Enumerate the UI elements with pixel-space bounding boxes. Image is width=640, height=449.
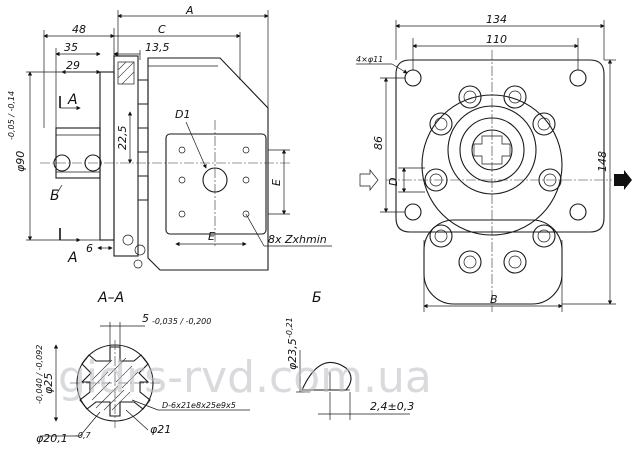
dim-5: 5 xyxy=(142,312,149,325)
side-view: A A Б A 48 C 35 13,5 29 22,5 φ90 -0,05 xyxy=(7,4,332,271)
dim-13-5: 13,5 xyxy=(145,41,170,54)
dia-20-1-tol: -0,7 xyxy=(75,431,92,440)
dim-e-vertical: E xyxy=(270,179,283,186)
section-aa: A–A 5 -0,035 / -0,200 φ25 -0,040 / -0,09… xyxy=(35,290,250,445)
dia-23-5-tol: -0,21 xyxy=(285,317,294,338)
dim-d: D xyxy=(387,178,400,186)
dia-90: φ90 xyxy=(14,151,27,172)
dia-20-1: φ20,1 xyxy=(36,432,68,445)
section-mark-a-top: A xyxy=(67,92,78,108)
dim-134: 134 xyxy=(486,13,507,26)
view-b: Б φ23,5 -0,21 2,4±0,3 xyxy=(285,290,414,420)
dim-86: 86 xyxy=(372,136,385,150)
spline-note: D-6x21e8x25e9x5 xyxy=(162,401,236,410)
bolt-heads xyxy=(424,85,562,274)
label-ports: 8x Zxhmin xyxy=(268,233,327,246)
dim-b: B xyxy=(490,293,498,306)
dim-148: 148 xyxy=(596,151,609,172)
dia-25-tol: -0,040 / -0,092 xyxy=(35,345,44,404)
dim-6: 6 xyxy=(86,242,93,255)
dim-e: E xyxy=(208,230,215,243)
dim-29: 29 xyxy=(66,59,80,72)
front-view: 134 110 4×φ11 86 D 148 B xyxy=(356,13,632,312)
section-title: A–A xyxy=(97,290,124,306)
label-d1: D1 xyxy=(175,108,190,121)
watermark: gidrs-rvd.com.ua xyxy=(58,352,432,403)
dim-2-4: 2,4±0,3 xyxy=(370,400,414,413)
dim-48: 48 xyxy=(72,23,86,36)
dim-22-5: 22,5 xyxy=(116,126,129,151)
dim-a: A xyxy=(185,4,194,17)
dia-21: φ21 xyxy=(150,423,171,436)
view-b-title: Б xyxy=(312,290,322,306)
dim-c: C xyxy=(158,23,166,36)
label-holes: 4×φ11 xyxy=(356,55,383,64)
dim-110: 110 xyxy=(486,33,507,46)
dia-25: φ25 xyxy=(42,373,55,394)
dim-35: 35 xyxy=(64,41,78,54)
dim-5-tol: -0,035 / -0,200 xyxy=(152,317,211,326)
section-mark-a-bottom: A xyxy=(67,250,78,266)
view-mark-b: Б xyxy=(50,188,60,204)
dia-90-tol: -0,05 / -0,14 xyxy=(7,91,16,140)
dia-23-5: φ23,5 xyxy=(286,338,299,370)
section-hatching xyxy=(89,357,139,411)
